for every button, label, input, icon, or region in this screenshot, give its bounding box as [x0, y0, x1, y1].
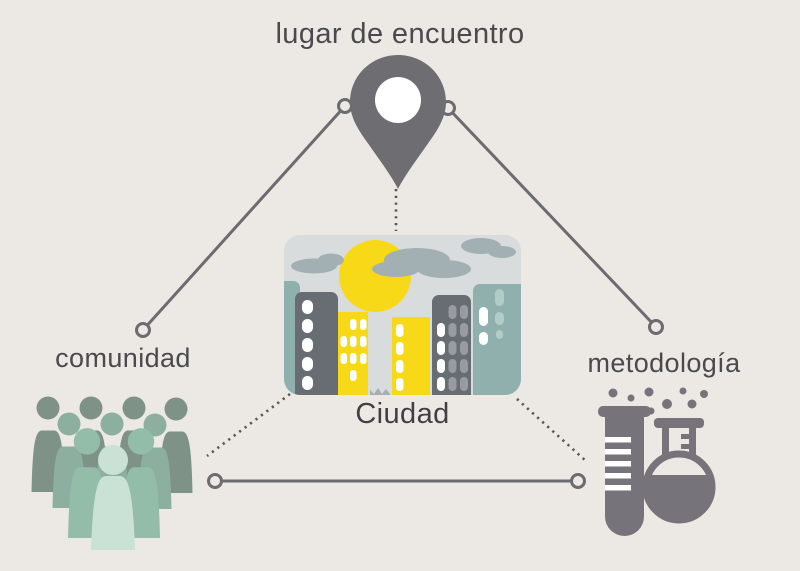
node-circle [648, 319, 664, 335]
dotted-link-city-left [206, 392, 291, 458]
building-dark-2-windows-white [437, 323, 445, 391]
flask-icon [642, 418, 716, 524]
map-pin-icon [350, 55, 446, 189]
connector-top-right [446, 106, 658, 329]
dotted-link-city-right [516, 398, 587, 462]
building-teal-sliver [284, 281, 300, 395]
community-crowd-icon [31, 396, 193, 550]
label-methodology: metodología [587, 348, 741, 378]
building-teal-windows-light [495, 289, 504, 339]
label-community: comunidad [55, 343, 191, 373]
label-city: Ciudad [355, 398, 450, 430]
crowd-front-person [91, 445, 135, 550]
building-yellow-1-windows [340, 319, 367, 381]
node-circle [135, 322, 151, 338]
city-illustration [284, 235, 521, 395]
chemistry-lab-icon [598, 387, 716, 536]
building-dark-1-windows [302, 300, 313, 390]
city-clouds [291, 238, 516, 278]
connector-top-left [141, 104, 347, 332]
node-circle [570, 473, 586, 489]
building-teal-windows-white [479, 307, 488, 345]
building-dark-1 [295, 292, 338, 395]
node-circle [207, 473, 223, 489]
building-yellow-2-windows [396, 324, 404, 391]
city-wave [370, 388, 390, 395]
building-dark-2-windows-gray [448, 305, 468, 391]
label-meeting-place: lugar de encuentro [275, 18, 525, 50]
test-tube-icon [598, 406, 651, 536]
